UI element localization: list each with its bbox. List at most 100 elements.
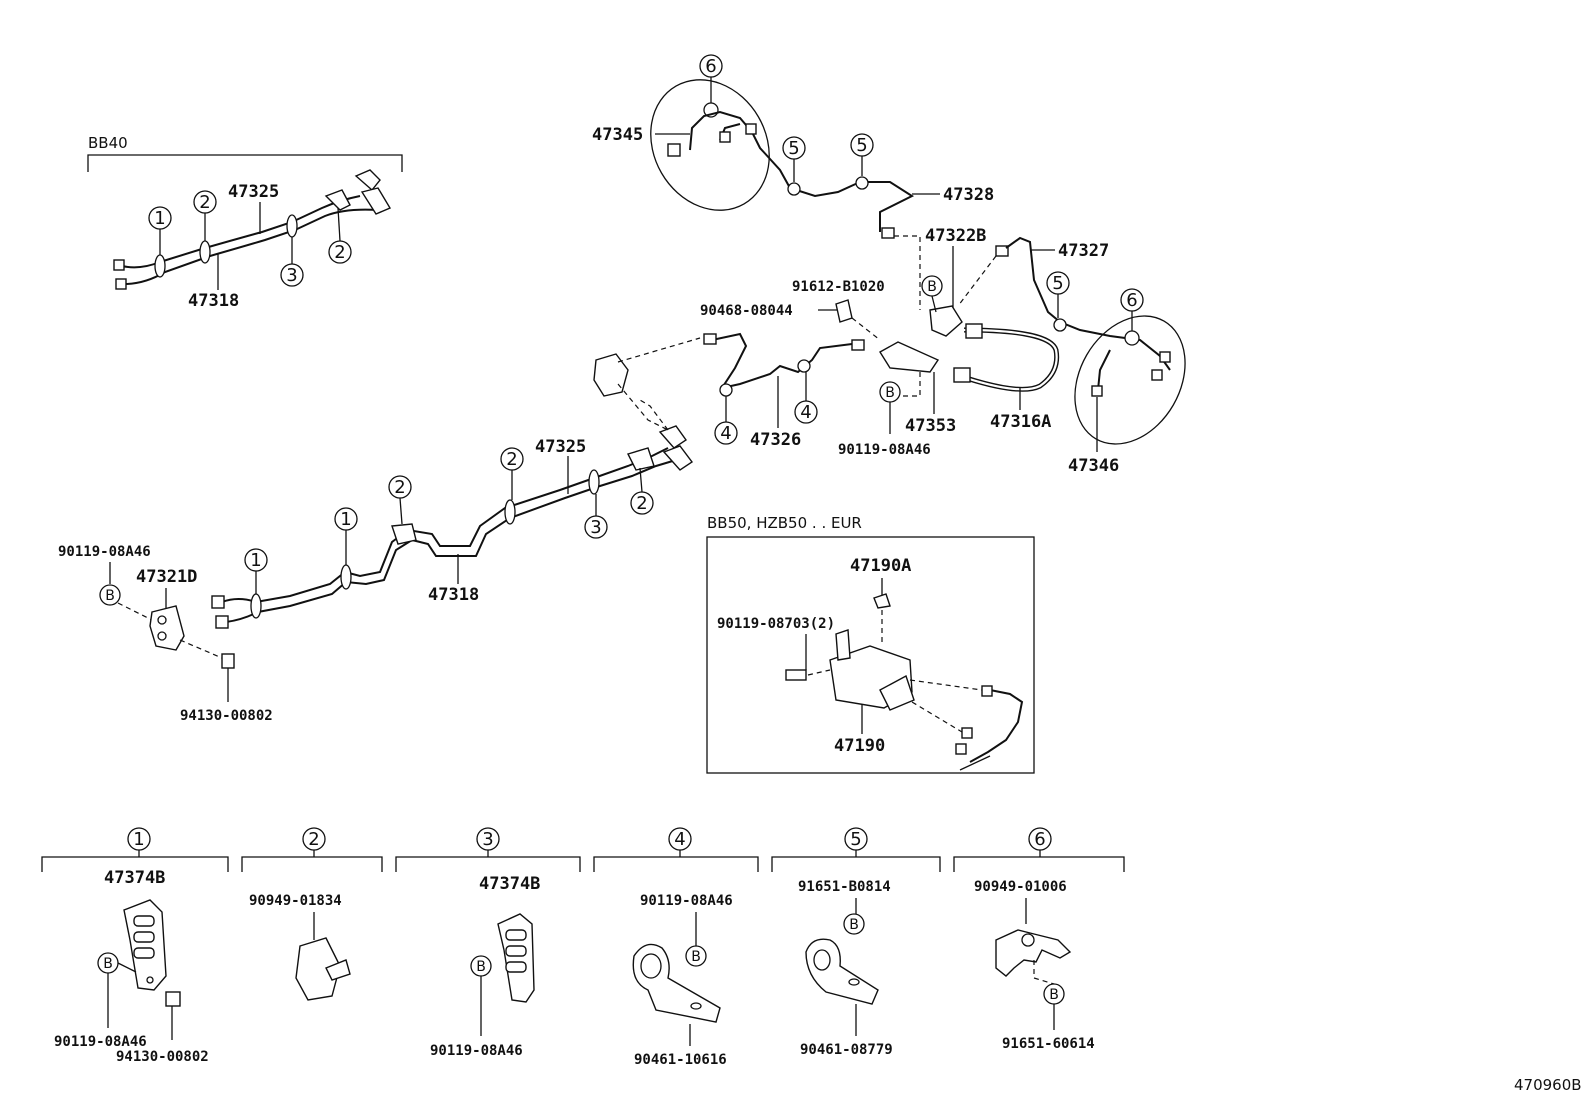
part-number: 90119-08A46 [54, 1034, 147, 1050]
part-number: 90119-08A46 [58, 544, 151, 560]
flare-nut [211, 595, 225, 609]
part-number: 47318 [428, 585, 479, 605]
svg-text:1: 1 [154, 208, 165, 229]
svg-text:3: 3 [286, 265, 297, 286]
callout-5: 5 [782, 136, 806, 182]
detail-ellipse [1074, 315, 1186, 445]
legend-item-6: 6 90949-01006 B 91651-60614 [953, 827, 1125, 1052]
brake-pipe-lower [225, 459, 677, 623]
callout-4: 4 [714, 396, 738, 445]
svg-text:6: 6 [1034, 829, 1045, 850]
callout-6: 6 [1120, 288, 1144, 332]
svg-text:6: 6 [1126, 290, 1137, 311]
callout-2: 2 [500, 447, 524, 500]
pipe-clip-2 [295, 937, 341, 1001]
part-number: 47374B [479, 874, 540, 894]
clamp-1 [250, 593, 262, 619]
part-number: 90119-08703(2) [717, 616, 835, 632]
svg-text:B: B [1049, 987, 1059, 1003]
flare-nut [1091, 385, 1103, 397]
bolt-marker-b: B [879, 381, 901, 403]
valve-stem [835, 629, 851, 661]
part-number: 90461-10616 [634, 1052, 727, 1068]
flare-nut [961, 727, 973, 739]
part-number: 94130-00802 [180, 708, 273, 724]
clamp-2 [199, 240, 211, 264]
callout-6: 6 [699, 54, 723, 104]
hose-fitting [965, 323, 983, 339]
flare-nut [881, 227, 895, 239]
svg-text:5: 5 [1052, 273, 1063, 294]
diagram-code: 470960B [1514, 1076, 1582, 1094]
bolt-marker-b: B [470, 955, 492, 977]
part-number: 47316A [990, 412, 1051, 432]
part-number: 47374B [104, 868, 165, 888]
part-number: 47328 [943, 185, 994, 205]
pipe-clip-6 [995, 929, 1072, 977]
brake-line [711, 332, 853, 390]
part-number: 47346 [1068, 456, 1119, 476]
svg-text:5: 5 [856, 135, 867, 156]
part-number: 90119-08A46 [838, 442, 931, 458]
union-bracket [929, 305, 963, 337]
part-number: 47325 [535, 437, 586, 457]
part-number: 90461-08779 [800, 1042, 893, 1058]
dash-line [909, 679, 983, 691]
joint-block [360, 187, 392, 215]
svg-text:B: B [849, 917, 859, 933]
dash-line [894, 235, 921, 310]
part-number: 90119-08A46 [640, 893, 733, 909]
callout-1: 1 [148, 206, 172, 255]
svg-text:3: 3 [590, 517, 601, 538]
svg-text:1: 1 [250, 550, 261, 571]
callout-2: 2 [630, 467, 654, 515]
part-number: 47353 [905, 416, 956, 436]
part-number: 91651-60614 [1002, 1036, 1095, 1052]
bb40-pipe-lower [123, 208, 379, 285]
clamp-3 [286, 214, 298, 238]
part-number: 47190A [850, 556, 911, 576]
flare-nut [703, 333, 717, 345]
part-number: 47327 [1058, 241, 1109, 261]
joint-block [354, 169, 381, 192]
clip-2 [391, 523, 417, 545]
svg-text:4: 4 [800, 402, 811, 423]
bolt [785, 669, 807, 681]
clip [1124, 330, 1140, 346]
svg-text:3: 3 [482, 829, 493, 850]
bolt-marker-b: B [1043, 983, 1065, 1005]
part-number: 90119-08A46 [430, 1043, 523, 1059]
union-bracket [149, 605, 185, 651]
detail-ellipse [650, 79, 770, 211]
legend-row: 1 47374B B 90119-08A46 94130-00802 2 [41, 827, 1125, 1068]
callout-3: 3 [584, 494, 608, 539]
bolt-marker-b: B [97, 952, 119, 974]
dash-line [179, 639, 223, 659]
section-label-bb40: BB40 [88, 134, 128, 152]
brake-line [1097, 349, 1111, 391]
dash-line [639, 399, 669, 431]
clamp-1 [340, 564, 352, 590]
flare-nut [1159, 351, 1171, 363]
flare-nut [995, 245, 1009, 257]
legend-item-4: 4 90119-08A46 B 90461-10616 [593, 827, 759, 1068]
pipe-clamp-5 [805, 938, 879, 1005]
valve-port [879, 674, 915, 711]
flare-nut [667, 143, 681, 157]
svg-text:4: 4 [674, 829, 685, 850]
part-number: 47321D [136, 567, 197, 587]
svg-text:2: 2 [308, 829, 319, 850]
callout-2: 2 [328, 207, 352, 264]
svg-text:2: 2 [636, 493, 647, 514]
callout-1: 1 [334, 507, 358, 565]
legend-item-1: 1 47374B B 90119-08A46 94130-00802 [41, 827, 229, 1065]
clip [787, 182, 801, 196]
part-number: 91612-B1020 [792, 279, 885, 295]
brake-line [969, 689, 1024, 763]
callout-1: 1 [244, 548, 268, 594]
bolt-marker-b: B [99, 584, 121, 606]
svg-text:2: 2 [334, 242, 345, 263]
part-number: 91651-B0814 [798, 879, 891, 895]
